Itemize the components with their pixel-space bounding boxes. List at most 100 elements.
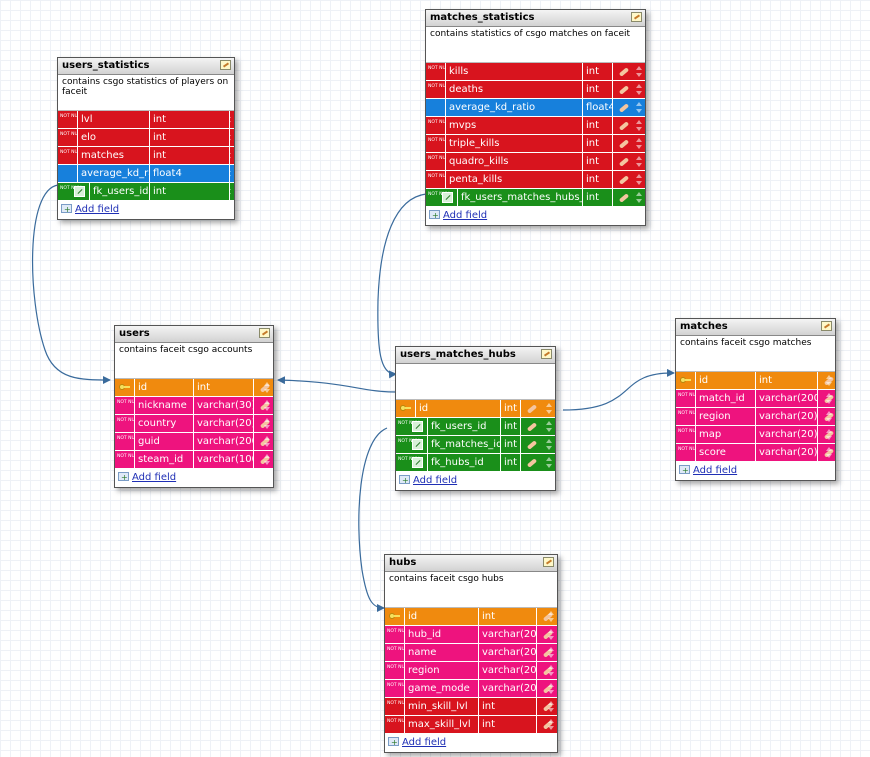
add-field-icon[interactable] <box>429 207 440 225</box>
reorder-arrows-icon[interactable] <box>636 83 642 96</box>
reorder-arrows-icon[interactable] <box>548 628 554 641</box>
reorder-arrows-icon[interactable] <box>636 191 642 204</box>
table-title[interactable]: users <box>115 326 273 343</box>
reorder-arrows-icon[interactable] <box>826 392 832 405</box>
reorder-arrows-icon[interactable] <box>826 410 832 423</box>
edit-field-icon[interactable] <box>618 85 630 95</box>
field-row[interactable]: NOT NULLnamevarchar(200) <box>385 644 557 662</box>
edit-table-icon[interactable] <box>220 60 231 70</box>
reorder-arrows-icon[interactable] <box>546 402 552 415</box>
reorder-arrows-icon[interactable] <box>548 718 554 731</box>
reorder-arrows-icon[interactable] <box>230 167 231 180</box>
field-row[interactable]: NOT NULLeloint <box>58 129 234 147</box>
reorder-arrows-icon[interactable] <box>264 453 270 466</box>
reorder-arrows-icon[interactable] <box>546 438 552 451</box>
reorder-arrows-icon[interactable] <box>636 173 642 186</box>
field-row[interactable]: NOT NULLmvpsint <box>426 117 645 135</box>
field-row[interactable]: NOT NULLguidvarchar(200) <box>115 433 273 451</box>
reorder-arrows-icon[interactable] <box>264 417 270 430</box>
reorder-arrows-icon[interactable] <box>230 113 231 126</box>
edit-field-icon[interactable] <box>618 121 630 131</box>
add-field-link[interactable]: Add field <box>413 475 458 486</box>
reorder-arrows-icon[interactable] <box>826 374 832 387</box>
edit-table-icon[interactable] <box>541 349 552 359</box>
edit-table-icon[interactable] <box>821 321 832 331</box>
edit-table-icon[interactable] <box>631 12 642 22</box>
field-row[interactable]: NOT NULLnicknamevarchar(30) <box>115 397 273 415</box>
reorder-arrows-icon[interactable] <box>230 149 231 162</box>
reorder-arrows-icon[interactable] <box>264 381 270 394</box>
table-title[interactable]: matches <box>676 319 835 336</box>
edit-field-icon[interactable] <box>526 404 538 414</box>
field-row[interactable]: NOT NULLmatchesint <box>58 147 234 165</box>
add-field-link[interactable]: Add field <box>132 472 177 483</box>
edit-field-icon[interactable] <box>618 157 630 167</box>
reorder-arrows-icon[interactable] <box>548 610 554 623</box>
edit-field-icon[interactable] <box>618 67 630 77</box>
reorder-arrows-icon[interactable] <box>548 646 554 659</box>
reorder-arrows-icon[interactable] <box>264 399 270 412</box>
table-title[interactable]: hubs <box>385 555 557 572</box>
reorder-arrows-icon[interactable] <box>826 446 832 459</box>
edit-table-icon[interactable] <box>259 328 270 338</box>
edit-field-icon[interactable] <box>618 139 630 149</box>
field-row[interactable]: NOT NULLregionvarchar(20) <box>676 408 835 426</box>
table-title[interactable]: matches_statistics <box>426 10 645 27</box>
add-field-icon[interactable] <box>679 462 690 480</box>
add-field-link[interactable]: Add field <box>402 737 447 748</box>
reorder-arrows-icon[interactable] <box>636 155 642 168</box>
reorder-arrows-icon[interactable] <box>548 700 554 713</box>
table-title[interactable]: users_statistics <box>58 58 234 75</box>
reorder-arrows-icon[interactable] <box>826 428 832 441</box>
field-row[interactable]: NOT NULLcountryvarchar(20) <box>115 415 273 433</box>
reorder-arrows-icon[interactable] <box>548 682 554 695</box>
reorder-arrows-icon[interactable] <box>636 101 642 114</box>
field-row[interactable]: NOT NULLmapvarchar(20) <box>676 426 835 444</box>
add-field-link[interactable]: Add field <box>75 204 120 215</box>
reorder-arrows-icon[interactable] <box>548 664 554 677</box>
edit-field-icon[interactable] <box>526 440 538 450</box>
add-field-icon[interactable] <box>399 472 410 490</box>
reorder-arrows-icon[interactable] <box>636 137 642 150</box>
add-field-link[interactable]: Add field <box>693 465 738 476</box>
field-row[interactable]: NOT NULLscorevarchar(20) <box>676 444 835 462</box>
reorder-arrows-icon[interactable] <box>264 435 270 448</box>
edit-table-icon[interactable] <box>543 557 554 567</box>
reorder-arrows-icon[interactable] <box>546 420 552 433</box>
reorder-arrows-icon[interactable] <box>636 119 642 132</box>
field-row[interactable]: NOT NULLkillsint <box>426 63 645 81</box>
reorder-arrows-icon[interactable] <box>636 65 642 78</box>
edit-field-icon[interactable] <box>618 193 630 203</box>
reorder-arrows-icon[interactable] <box>230 185 231 198</box>
field-row[interactable]: NOT NULLregionvarchar(20) <box>385 662 557 680</box>
add-field-icon[interactable] <box>61 201 72 219</box>
edit-field-icon[interactable] <box>526 422 538 432</box>
edit-field-icon[interactable] <box>618 103 630 113</box>
add-field-icon[interactable] <box>118 469 129 487</box>
add-field-link[interactable]: Add field <box>443 210 488 221</box>
field-row[interactable]: NOT NULLlvlint <box>58 111 234 129</box>
